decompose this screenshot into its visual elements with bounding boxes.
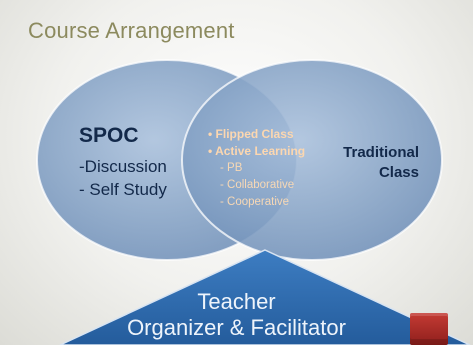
spoc-item-discussion: -Discussion (79, 157, 167, 176)
teacher-label: Teacher (197, 289, 276, 314)
spoc-item-self-study: - Self Study (79, 180, 167, 199)
organizer-facilitator-label: Organizer & Facilitator (127, 315, 346, 340)
overlap-item-flipped-class: • Flipped Class (208, 127, 294, 141)
overlap-item-active-learning: • Active Learning (208, 144, 306, 158)
slide-title: Course Arrangement (28, 18, 235, 43)
traditional-class-line1: Traditional (343, 144, 419, 161)
overlap-subitem-cooperative: - Cooperative (220, 196, 290, 208)
traditional-class-line2: Class (378, 164, 419, 181)
overlap-subitem-collaborative: - Collaborative (220, 179, 295, 191)
spoc-label: SPOC (79, 124, 139, 147)
overlap-subitem-pb: - PB (220, 162, 243, 174)
teacher-triangle (59, 249, 471, 345)
book-icon (410, 313, 448, 345)
traditional-class-circle (181, 59, 443, 261)
